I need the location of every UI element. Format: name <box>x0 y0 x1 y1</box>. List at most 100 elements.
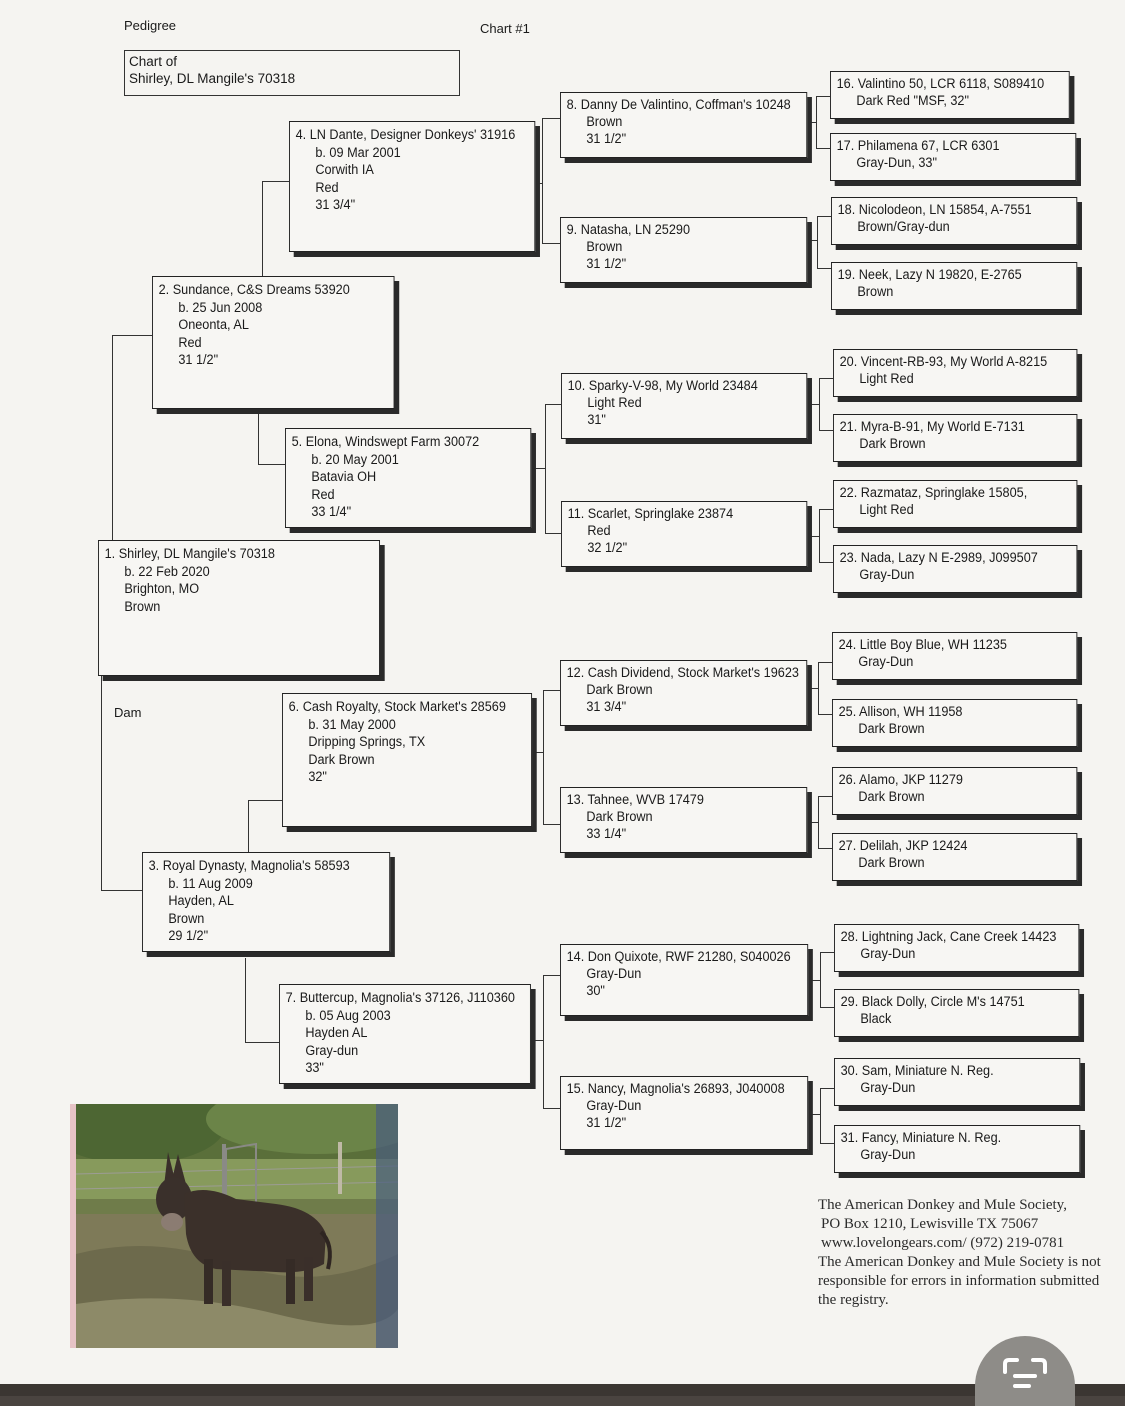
animal-color: Dark Brown <box>858 721 925 736</box>
animal-color: Brown <box>586 239 623 254</box>
animal-name: 4. LN Dante, Designer Donkeys' 31916 <box>295 127 516 142</box>
animal-name: 14. Don Quixote, RWF 21280, S040026 <box>566 949 791 964</box>
animal-name: 15. Nancy, Magnolia's 26893, J040008 <box>566 1081 785 1096</box>
animal-color: Dark Brown <box>859 436 926 451</box>
animal-color: Brown <box>857 284 894 299</box>
animal-color: Light Red <box>859 502 914 517</box>
scan-document-icon[interactable] <box>975 1336 1075 1406</box>
animal-box-9: 9. Natasha, LN 25290 Brown 31 1/2" <box>560 217 808 283</box>
animal-location: Corwith IA <box>315 162 374 177</box>
animal-box-20: 20. Vincent-RB-93, My World A-8215 Light… <box>833 349 1078 397</box>
animal-color: Light Red <box>859 371 914 386</box>
animal-name: 27. Delilah, JKP 12424 <box>838 838 968 853</box>
animal-color: Dark Brown <box>858 789 925 804</box>
animal-color: Dark Brown <box>586 682 653 697</box>
animal-height: 31 3/4" <box>586 699 627 714</box>
animal-birth: b. 31 May 2000 <box>308 716 396 732</box>
animal-color: Brown <box>168 910 205 926</box>
animal-box-21: 21. Myra-B-91, My World E-7131 Dark Brow… <box>833 414 1078 462</box>
animal-box-29: 29. Black Dolly, Circle M's 14751 Black <box>834 989 1080 1037</box>
animal-box-4: 4. LN Dante, Designer Donkeys' 31916 b. … <box>289 121 536 252</box>
animal-box-13: 13. Tahnee, WVB 17479 Dark Brown 33 1/4" <box>560 787 808 853</box>
animal-box-2: 2. Sundance, C&S Dreams 53920 b. 25 Jun … <box>152 276 395 409</box>
animal-birth: b. 25 Jun 2008 <box>178 299 263 315</box>
animal-name: 30. Sam, Miniature N. Reg. <box>840 1063 994 1078</box>
animal-box-19: 19. Neek, Lazy N 19820, E-2765 Brown <box>831 262 1078 310</box>
animal-birth: b. 22 Feb 2020 <box>124 563 210 579</box>
animal-box-23: 23. Nada, Lazy N E-2989, J099507 Gray-Du… <box>833 545 1078 593</box>
animal-location: Hayden, AL <box>168 893 234 908</box>
animal-name: 22. Razmataz, Springlake 15805, <box>839 485 1028 500</box>
animal-box-8: 8. Danny De Valintino, Coffman's 10248 B… <box>560 92 808 158</box>
animal-box-6: 6. Cash Royalty, Stock Market's 28569 b.… <box>282 693 533 827</box>
pedigree-label: Pedigree <box>124 18 177 33</box>
animal-color: Light Red <box>587 395 642 410</box>
animal-height: 31" <box>587 412 606 427</box>
animal-box-5: 5. Elona, Windswept Farm 30072 b. 20 May… <box>285 428 532 528</box>
animal-name: 17. Philamena 67, LCR 6301 <box>836 138 1000 153</box>
animal-name: 13. Tahnee, WVB 17479 <box>566 792 704 807</box>
animal-name: 2. Sundance, C&S Dreams 53920 <box>158 282 350 297</box>
animal-box-22: 22. Razmataz, Springlake 15805, Light Re… <box>833 480 1078 528</box>
animal-color: Dark Brown <box>858 855 925 870</box>
animal-color: Brown <box>124 598 161 614</box>
animal-box-7: 7. Buttercup, Magnolia's 37126, J110360 … <box>279 984 531 1084</box>
animal-name: 24. Little Boy Blue, WH 11235 <box>838 637 1007 652</box>
animal-name: 26. Alamo, JKP 11279 <box>838 772 963 787</box>
animal-location: Batavia OH <box>311 469 377 484</box>
animal-birth: b. 05 Aug 2003 <box>305 1007 391 1023</box>
animal-box-27: 27. Delilah, JKP 12424 Dark Brown <box>832 833 1078 881</box>
chart-of-name: Shirley, DL Mangile's 70318 <box>129 71 296 86</box>
animal-height: 31 1/2" <box>178 352 219 367</box>
animal-location: Dripping Springs, TX <box>308 734 426 749</box>
animal-name: 23. Nada, Lazy N E-2989, J099507 <box>839 550 1038 565</box>
animal-height: 31 1/2" <box>586 256 627 271</box>
animal-color: Red <box>587 523 611 538</box>
animal-height: 33 1/4" <box>311 504 352 519</box>
animal-box-10: 10. Sparky-V-98, My World 23484 Light Re… <box>561 373 808 439</box>
animal-name: 28. Lightning Jack, Cane Creek 14423 <box>840 929 1057 944</box>
society-line-1: The American Donkey and Mule Society, <box>818 1197 1067 1213</box>
society-line-3: www.lovelongears.com/ (972) 219-0781 <box>821 1235 1065 1251</box>
animal-box-17: 17. Philamena 67, LCR 6301 Gray-Dun, 33" <box>830 133 1077 181</box>
society-line-2: PO Box 1210, Lewisville TX 75067 <box>821 1216 1039 1232</box>
animal-box-16: 16. Valintino 50, LCR 6118, S089410 Dark… <box>830 71 1070 119</box>
animal-birth: b. 20 May 2001 <box>311 451 399 467</box>
animal-name: 7. Buttercup, Magnolia's 37126, J110360 <box>285 990 515 1005</box>
table-surface <box>0 1384 1125 1396</box>
chart-number-label: Chart #1 <box>480 21 530 36</box>
animal-box-11: 11. Scarlet, Springlake 23874 Red 32 1/2… <box>561 501 808 567</box>
animal-height: 32" <box>308 769 327 784</box>
animal-height: 31 1/2" <box>586 131 627 146</box>
animal-name: 21. Myra-B-91, My World E-7131 <box>839 419 1025 434</box>
animal-height: 31 3/4" <box>315 197 356 212</box>
animal-box-1: 1. Shirley, DL Mangile's 70318 b. 22 Feb… <box>98 540 380 676</box>
animal-color: Red <box>178 334 202 350</box>
animal-birth: b. 09 Mar 2001 <box>315 144 401 160</box>
animal-color: Dark Red "MSF, 32" <box>856 93 970 108</box>
animal-box-30: 30. Sam, Miniature N. Reg. Gray-Dun <box>834 1058 1081 1106</box>
animal-height: 31 1/2" <box>586 1115 627 1130</box>
animal-box-15: 15. Nancy, Magnolia's 26893, J040008 Gra… <box>560 1076 809 1150</box>
animal-height: 29 1/2" <box>168 928 209 943</box>
animal-birth: b. 11 Aug 2009 <box>168 875 253 891</box>
animal-box-24: 24. Little Boy Blue, WH 11235 Gray-Dun <box>832 632 1078 680</box>
animal-name: 31. Fancy, Miniature N. Reg. <box>840 1130 1002 1145</box>
animal-name: 20. Vincent-RB-93, My World A-8215 <box>839 354 1048 369</box>
animal-box-25: 25. Allison, WH 11958 Dark Brown <box>832 699 1078 747</box>
animal-name: 19. Neek, Lazy N 19820, E-2765 <box>837 267 1022 282</box>
animal-height: 33" <box>305 1060 324 1075</box>
animal-color: Red <box>311 486 335 502</box>
animal-color: Gray-Dun <box>860 1147 916 1162</box>
animal-color: Dark Brown <box>586 809 653 824</box>
animal-name: 5. Elona, Windswept Farm 30072 <box>291 434 480 449</box>
animal-height: 32 1/2" <box>587 540 628 555</box>
animal-name: 8. Danny De Valintino, Coffman's 10248 <box>566 97 791 112</box>
animal-name: 11. Scarlet, Springlake 23874 <box>567 506 734 521</box>
animal-height: 30" <box>586 983 605 998</box>
animal-box-12: 12. Cash Dividend, Stock Market's 19623 … <box>560 660 808 726</box>
animal-box-31: 31. Fancy, Miniature N. Reg. Gray-Dun <box>834 1125 1081 1173</box>
society-footer: The American Donkey and Mule Society, PO… <box>818 1196 1125 1310</box>
animal-box-14: 14. Don Quixote, RWF 21280, S040026 Gray… <box>560 944 809 1016</box>
